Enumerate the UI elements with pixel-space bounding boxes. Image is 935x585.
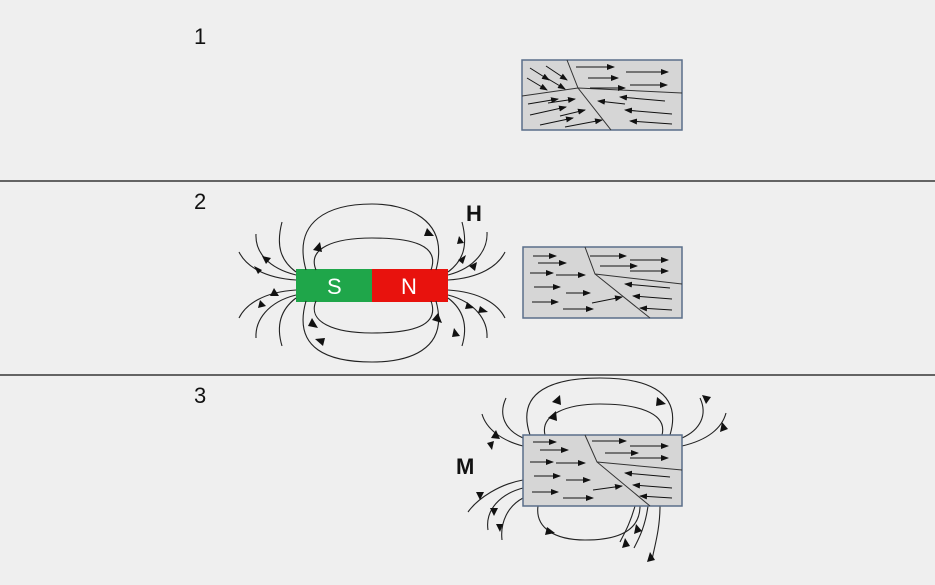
panel-number: 3 [194, 383, 206, 408]
magnet-south-pole [296, 269, 372, 302]
domain-moment-arrows [530, 438, 673, 501]
magnetization-label: M [456, 454, 474, 479]
magnet-north-pole [372, 269, 448, 302]
domain-walls [584, 434, 683, 507]
sample-block [522, 434, 683, 507]
north-pole-label: N [401, 274, 417, 299]
domain-walls [584, 246, 683, 319]
panel-1: 1 [194, 24, 683, 131]
panel-2: 2 H S N [194, 189, 683, 363]
domain-walls [521, 59, 683, 131]
sample-field-lines [467, 377, 728, 562]
south-pole-label: S [327, 274, 342, 299]
bar-magnet: S N [296, 269, 448, 302]
ferromagnet-sample-unmagnetized [521, 59, 683, 131]
ferromagnet-sample-magnetized [522, 434, 683, 507]
applied-field-label: H [466, 201, 482, 226]
field-direction-arrowheads [254, 228, 488, 346]
sample-block [521, 59, 683, 131]
panel-3: 3 M [194, 377, 728, 562]
domain-moment-arrows [526, 64, 673, 128]
sample-block [522, 246, 683, 319]
ferromagnet-sample-partially-aligned [522, 246, 683, 319]
magnet-field-lines [238, 203, 506, 363]
field-direction-arrowheads [476, 395, 728, 562]
panel-number: 1 [194, 24, 206, 49]
domain-moment-arrows [530, 253, 673, 312]
panel-number: 2 [194, 189, 206, 214]
